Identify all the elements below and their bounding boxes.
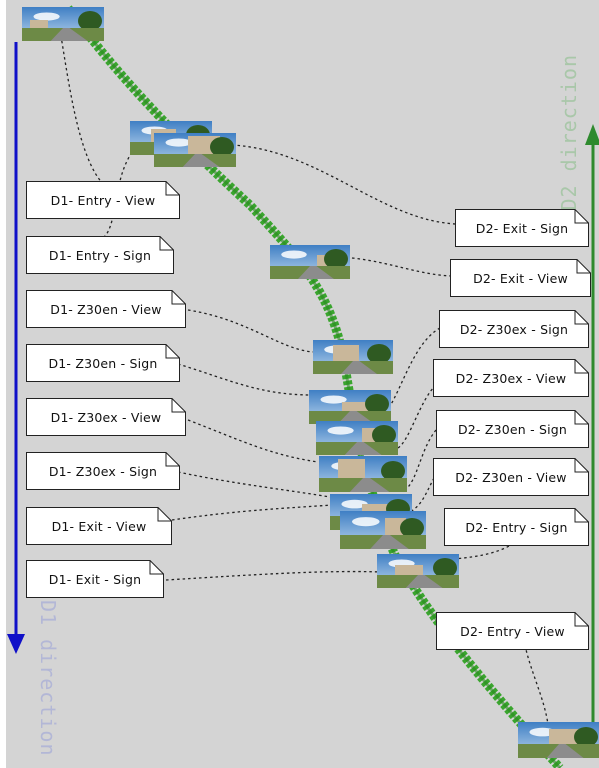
d1-entry-sign-label: D1- Entry - Sign <box>48 247 152 263</box>
street-photo-thumbnail <box>319 456 407 492</box>
street-photo-thumbnail <box>316 421 398 455</box>
d2-exit-view-label: D2- Exit - View <box>473 270 568 286</box>
connector-d2-z30en-sign <box>404 429 437 491</box>
d2-z30en-sign-label: D2- Z30en - Sign <box>457 421 568 437</box>
d1-entry-view-note: D1- Entry - View <box>26 181 180 219</box>
connector-d1-z30ex-sign <box>177 471 337 499</box>
d2-direction-arrow <box>585 124 599 722</box>
d1-exit-sign-note: D1- Exit - Sign <box>26 560 164 598</box>
connectors <box>59 29 549 726</box>
d1-z30ex-view-note: D1- Z30ex - View <box>26 398 186 436</box>
d2-entry-view-note: D2- Entry - View <box>436 612 589 650</box>
street-photo-thumbnail <box>313 340 393 374</box>
street-photo-thumbnail <box>309 390 391 424</box>
connector-d1-z30ex-view <box>187 419 319 463</box>
connector-d1-z30en-sign <box>177 363 313 396</box>
d1-entry-view-label: D1- Entry - View <box>50 192 156 208</box>
d2-z30ex-view-label: D2- Z30ex - View <box>455 370 567 386</box>
d2-z30en-sign-note: D2- Z30en - Sign <box>436 410 589 448</box>
connector-d2-exit-sign <box>231 144 457 225</box>
connector-d2-exit-view <box>351 257 453 277</box>
d1-z30ex-sign-label: D1- Z30ex - Sign <box>48 463 158 479</box>
d2-z30en-view-label: D2- Z30en - View <box>455 469 567 485</box>
d1-exit-view-note: D1- Exit - View <box>26 507 172 545</box>
connector-d1-z30en-view <box>187 309 315 353</box>
connector-d1-exit-sign <box>165 570 383 581</box>
d2-z30en-view-note: D2- Z30en - View <box>433 458 589 496</box>
d2-entry-sign-note: D2- Entry - Sign <box>444 508 589 546</box>
d1-z30en-sign-note: D1- Z30en - Sign <box>26 344 180 382</box>
street-photo-thumbnail <box>340 511 426 549</box>
d2-z30ex-sign-note: D2- Z30ex - Sign <box>439 310 589 348</box>
d1-z30en-sign-label: D1- Z30en - Sign <box>48 355 158 371</box>
connector-d2-z30ex-view <box>397 384 437 449</box>
d1-entry-sign-note: D1- Entry - Sign <box>26 236 174 274</box>
d2-exit-view-note: D2- Exit - View <box>450 259 591 297</box>
street-photo-thumbnail <box>22 7 104 41</box>
d1-z30en-view-label: D1- Z30en - View <box>50 301 162 317</box>
connector-d1-entry-view <box>59 29 111 191</box>
d1-z30ex-sign-note: D1- Z30ex - Sign <box>26 452 180 490</box>
d1-direction-arrow <box>7 42 25 654</box>
connector-d1-exit-view <box>171 504 333 521</box>
d2-exit-sign-label: D2- Exit - Sign <box>475 220 569 236</box>
d2-direction-label: D2 direction <box>557 54 581 211</box>
connector-d2-z30en-view <box>409 477 435 513</box>
d2-entry-sign-label: D2- Entry - Sign <box>465 519 568 535</box>
d2-z30ex-view-note: D2- Z30ex - View <box>433 359 589 397</box>
d2-z30ex-sign-label: D2- Z30ex - Sign <box>459 321 569 337</box>
d1-z30ex-view-label: D1- Z30ex - View <box>50 409 162 425</box>
d1-exit-view-label: D1- Exit - View <box>51 518 147 534</box>
d1-z30en-view-note: D1- Z30en - View <box>26 290 186 328</box>
street-photo-thumbnail <box>518 722 599 758</box>
d1-direction-label: D1 direction <box>36 600 60 757</box>
street-photo-thumbnail <box>154 133 236 167</box>
connector-d2-entry-view <box>524 644 549 726</box>
street-photo-thumbnail <box>377 554 459 588</box>
street-photo-thumbnail <box>270 245 350 279</box>
d1-exit-sign-label: D1- Exit - Sign <box>48 571 142 587</box>
d2-entry-view-label: D2- Entry - View <box>460 623 565 639</box>
d2-exit-sign-note: D2- Exit - Sign <box>455 209 589 247</box>
connector-d1-entry-sign <box>99 147 136 241</box>
